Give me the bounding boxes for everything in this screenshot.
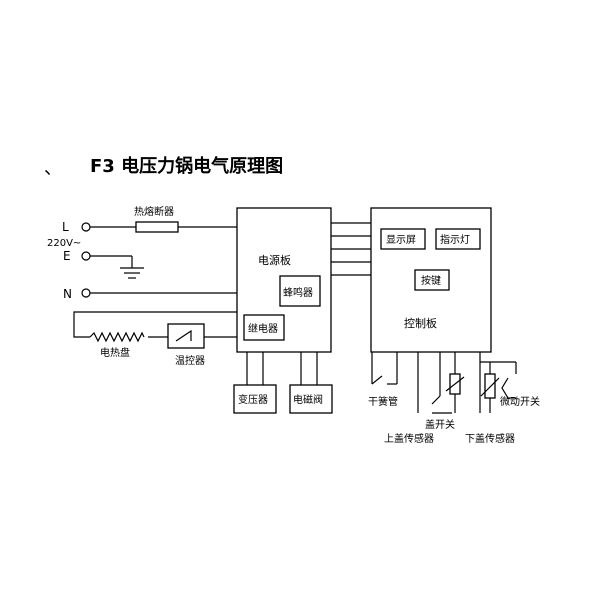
solenoid-valve-label: 电磁阀 bbox=[293, 393, 323, 406]
lower-lid-sensor-label: 下盖传感器 bbox=[465, 432, 515, 445]
lid-switch-label: 盖开关 bbox=[425, 418, 455, 431]
indicator-label: 指示灯 bbox=[440, 233, 470, 246]
lower-lid-sensor-slash bbox=[480, 377, 500, 397]
terminal-l bbox=[81, 222, 91, 232]
terminal-label-n: N bbox=[63, 287, 72, 301]
transformer-box bbox=[233, 384, 277, 414]
reed-switch-label: 干簧管 bbox=[368, 395, 398, 408]
title-prefix: 、 bbox=[44, 158, 62, 179]
display-box bbox=[380, 228, 426, 250]
upper-lid-sensor-label: 上盖传感器 bbox=[384, 432, 434, 445]
power-board-label: 电源板 bbox=[258, 253, 291, 267]
terminal-n bbox=[81, 288, 91, 298]
wire-heater-loop bbox=[73, 311, 244, 338]
lid-switch-contact bbox=[431, 395, 441, 405]
relay-box bbox=[243, 314, 285, 341]
page-title: F3 电压力锅电气原理图 bbox=[90, 155, 283, 177]
keys-label: 按键 bbox=[421, 274, 441, 287]
control-board-label: 控制板 bbox=[404, 316, 437, 330]
upper-lid-sensor-slash bbox=[445, 376, 465, 392]
micro-switch-icon bbox=[501, 377, 516, 399]
ground-icon bbox=[120, 267, 144, 279]
buzzer-box bbox=[279, 275, 321, 307]
fuse-symbol bbox=[135, 221, 179, 233]
terminal-label-l: L bbox=[62, 220, 69, 234]
thermostat-switch-icon bbox=[175, 329, 192, 342]
signal-bus bbox=[331, 222, 371, 276]
display-label: 显示屏 bbox=[386, 234, 416, 246]
solenoid-valve-box bbox=[289, 384, 333, 414]
terminal-label-e: E bbox=[63, 249, 71, 263]
lower-lid-sensor-symbol bbox=[484, 373, 496, 399]
heater-coil-icon bbox=[89, 331, 145, 343]
buzzer-label: 蜂鸣器 bbox=[283, 286, 313, 299]
transformer-label: 变压器 bbox=[238, 393, 268, 406]
heating-plate-label: 电热盘 bbox=[100, 346, 130, 359]
terminal-e bbox=[81, 251, 91, 261]
fuse-label: 热熔断器 bbox=[134, 205, 174, 218]
indicator-box bbox=[435, 228, 481, 250]
thermostat-label: 温控器 bbox=[175, 354, 205, 367]
reed-switch-contact bbox=[371, 375, 383, 385]
thermostat-box bbox=[167, 323, 205, 349]
micro-switch-label: 微动开关 bbox=[500, 395, 540, 408]
keys-box bbox=[414, 269, 450, 291]
relay-label: 继电器 bbox=[248, 322, 278, 335]
voltage-label: 220V~ bbox=[47, 238, 81, 249]
